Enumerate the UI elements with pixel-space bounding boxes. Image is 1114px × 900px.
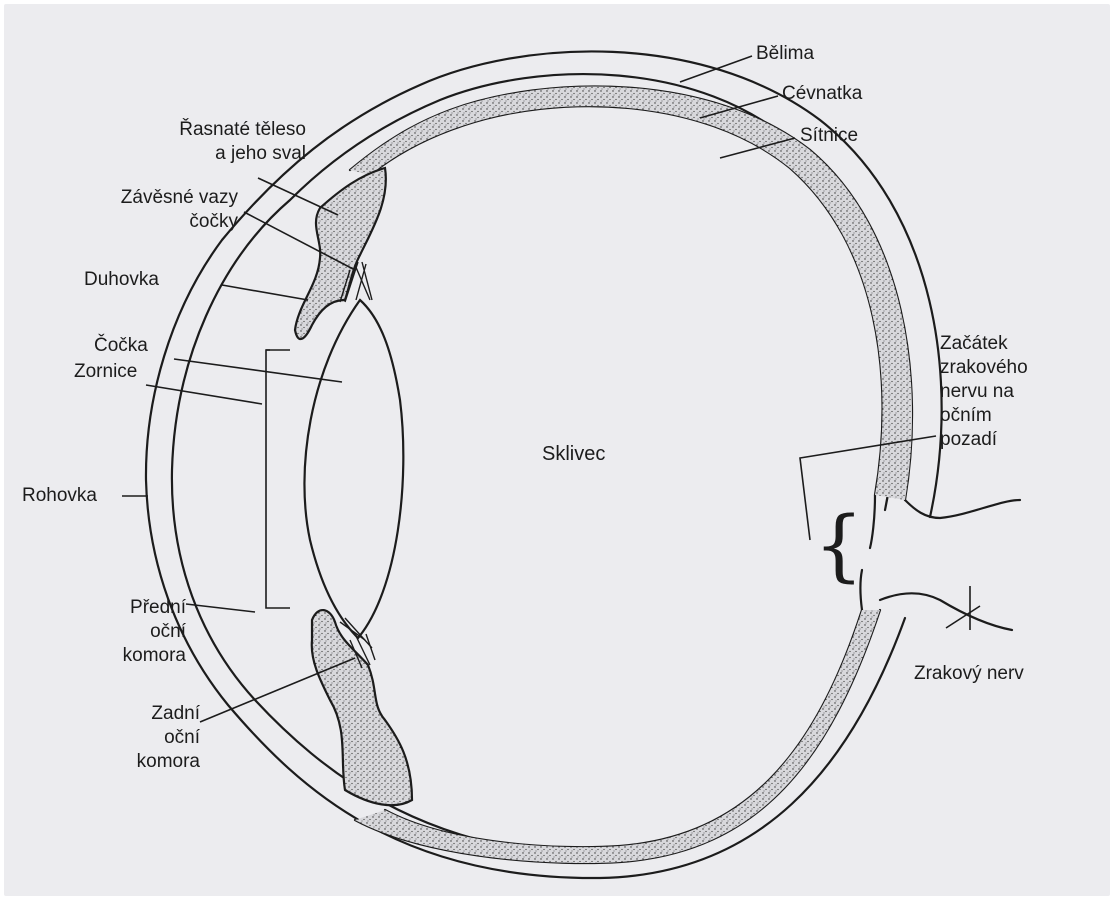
ciliary-body-lower (312, 610, 412, 805)
label-optic-nerve: Zrakový nerv (914, 662, 1024, 686)
label-lens: Čočka (94, 334, 148, 358)
label-anterior-chamber-line1: Přední (52, 596, 186, 620)
label-anterior-chamber: Přední oční komora (52, 596, 186, 668)
label-retina: Sítnice (800, 124, 858, 148)
label-optic-disc-line2: zrakového (940, 356, 1028, 380)
label-optic-disc-line4: očním (940, 404, 1028, 428)
choroid-band-upper (350, 86, 912, 500)
label-posterior-chamber-line3: komora (52, 750, 200, 774)
optic-nerve-upper (905, 500, 1020, 518)
choroid-outer (350, 86, 912, 500)
lens (304, 300, 403, 638)
label-anterior-chamber-line3: komora (52, 644, 186, 668)
label-ciliary-body-line1: Řasnaté těleso (112, 118, 306, 142)
label-posterior-chamber-line2: oční (52, 726, 200, 750)
label-iris: Duhovka (84, 268, 159, 292)
cornea-inner-outline (172, 74, 895, 856)
label-posterior-chamber: Zadní oční komora (52, 702, 200, 774)
retina-inner-lower (385, 610, 862, 847)
label-optic-disc-line3: nervu na (940, 380, 1028, 404)
label-zonular-fibers-line2: čočky (60, 210, 238, 234)
svg-text:{: { (814, 501, 864, 591)
optic-disc-upper (870, 495, 875, 548)
label-zonular-fibers-line1: Závěsné vazy (60, 186, 238, 210)
label-optic-disc-line5: pozadí (940, 428, 1028, 452)
label-posterior-chamber-line1: Zadní (52, 702, 200, 726)
label-ciliary-body: Řasnaté těleso a jeho sval (112, 118, 306, 166)
label-cornea: Rohovka (22, 484, 97, 508)
label-zonular-fibers: Závěsné vazy čočky (60, 186, 238, 234)
label-vitreous: Sklivec (542, 442, 605, 466)
label-pupil: Zornice (74, 360, 137, 384)
label-anterior-chamber-line2: oční (52, 620, 186, 644)
label-optic-disc: Začátek zrakového nervu na očním pozadí (940, 332, 1028, 452)
optic-nerve-lower (880, 593, 1012, 630)
label-ciliary-body-line2: a jeho sval (112, 142, 306, 166)
label-sclera: Bělima (756, 42, 814, 66)
label-choroid: Cévnatka (782, 82, 862, 106)
label-optic-disc-line1: Začátek (940, 332, 1028, 356)
